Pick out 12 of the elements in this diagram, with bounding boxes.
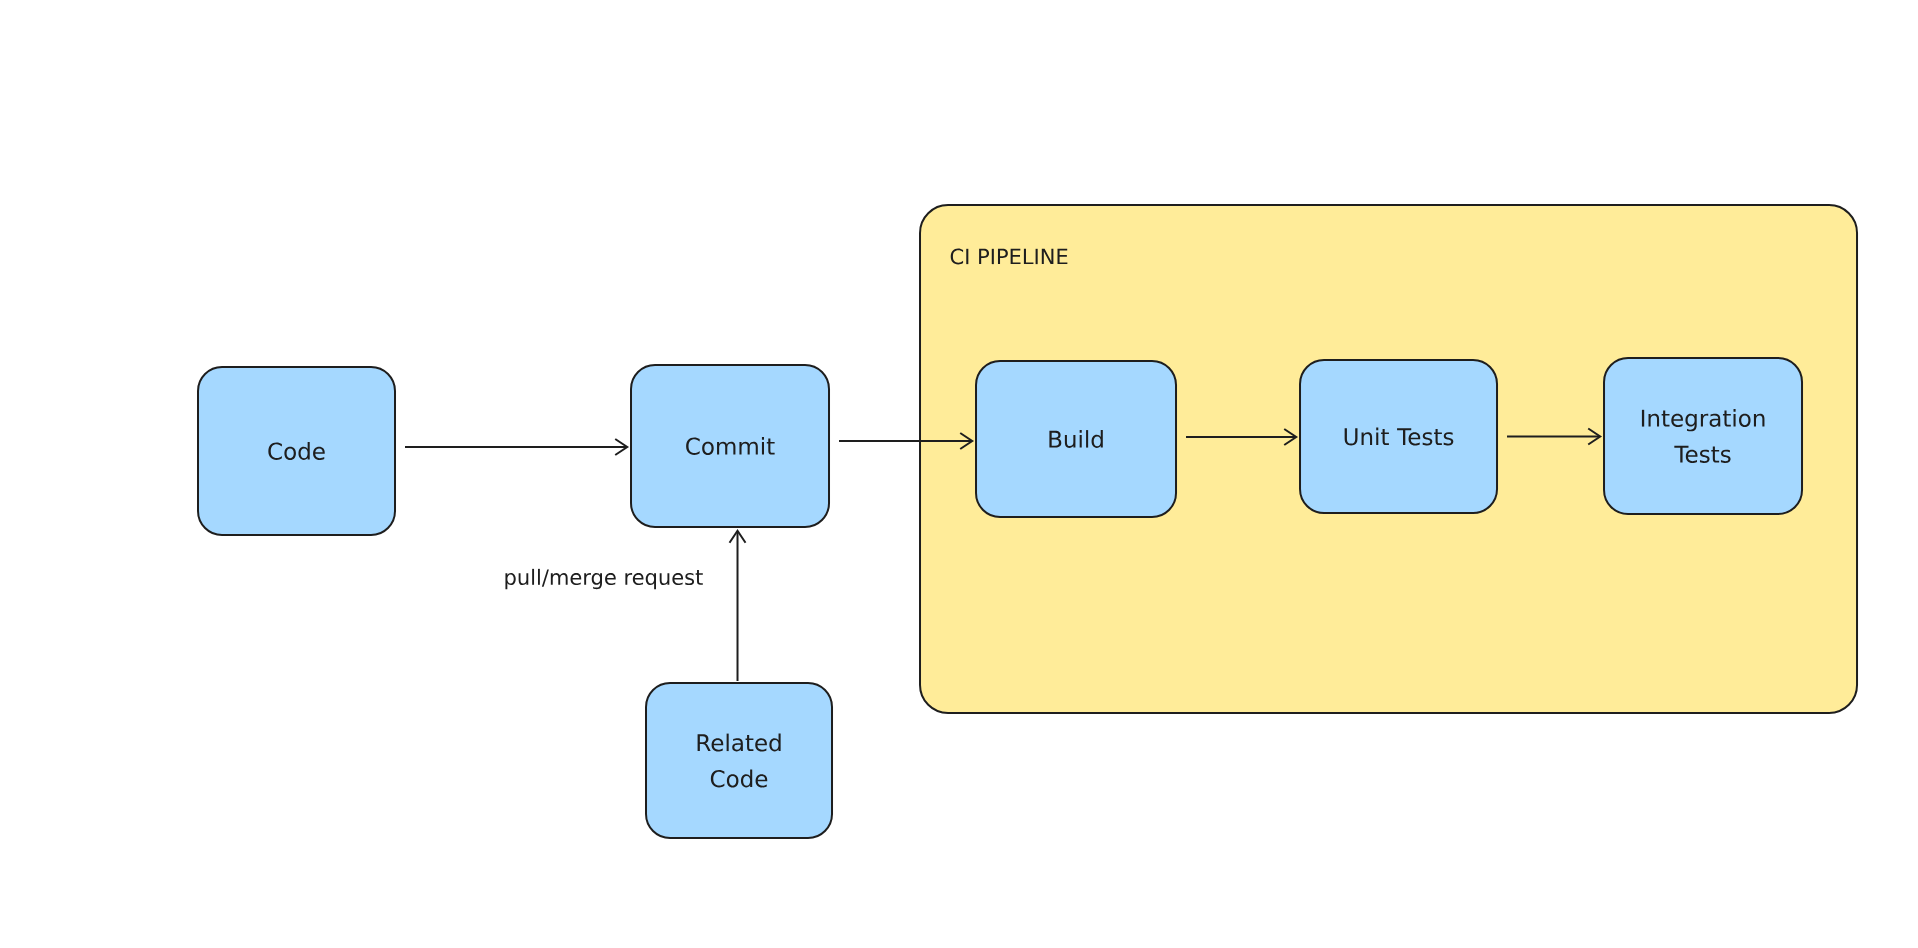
- process-box: Integration Tests: [1603, 357, 1803, 515]
- process-box: Commit: [630, 364, 830, 528]
- arrow: [404, 438, 629, 456]
- process-box: Unit Tests: [1299, 359, 1498, 514]
- arrow: [1185, 428, 1299, 446]
- process-box: Related Code: [645, 682, 833, 839]
- arrow: [728, 529, 747, 682]
- process-box: Code: [197, 366, 396, 536]
- process-box: Build: [975, 360, 1177, 518]
- edge-label: pull/merge request: [501, 566, 706, 592]
- arrow: [838, 432, 974, 450]
- arrow: [1506, 427, 1603, 446]
